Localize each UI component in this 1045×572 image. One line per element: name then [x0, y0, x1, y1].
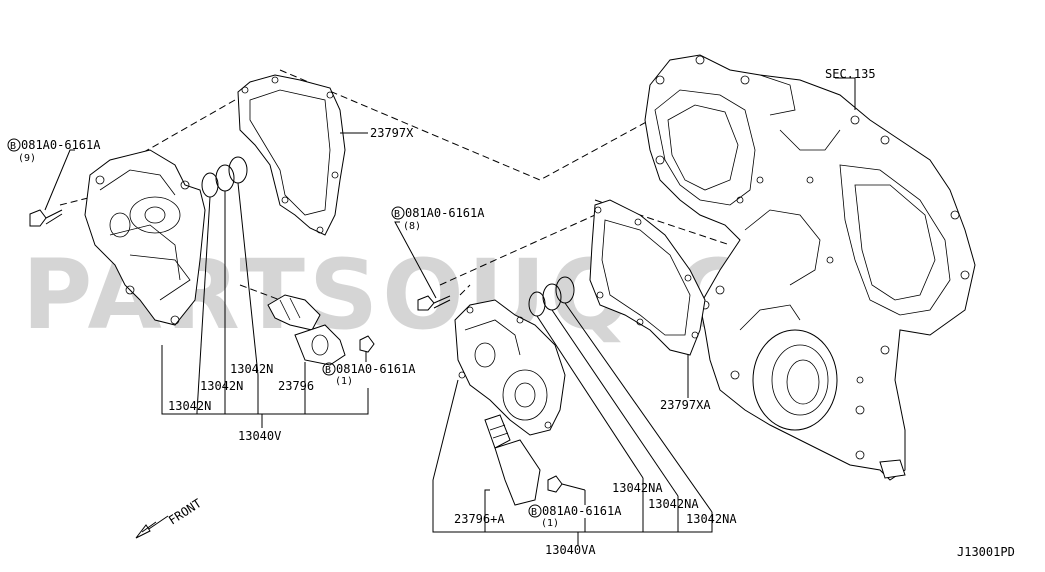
- label-23796: 23796: [278, 379, 314, 393]
- label-bolt-mid: 081A0-6161A: [405, 206, 485, 220]
- left-control-valve: [267, 294, 375, 366]
- label-23797x: 23797X: [370, 126, 414, 140]
- leader-lines: [44, 77, 856, 545]
- label-13040v: 13040V: [238, 429, 281, 443]
- label-front: FRONT: [166, 496, 204, 527]
- label-bolt-valve-right: 081A0-6161A: [542, 504, 622, 518]
- label-bolt-valve-right-qty: (1): [541, 518, 559, 529]
- bolt-symbol-circle: [391, 206, 405, 220]
- bolt-symbol-circle: [528, 504, 542, 518]
- bolt-symbol: B: [325, 365, 331, 376]
- label-sec-135: SEC.135: [825, 67, 876, 81]
- right-gasket: [589, 199, 706, 356]
- label-13042n-3: 13042N: [168, 399, 211, 413]
- right-control-valve: [484, 414, 586, 506]
- label-13042na-2: 13042NA: [648, 497, 699, 511]
- label-bolt-mid-qty: (8): [403, 221, 421, 232]
- bolt-symbol: B: [531, 507, 537, 518]
- bolt-symbol-circle: [7, 138, 21, 152]
- left-cover-assembly: [84, 149, 206, 326]
- right-cover-assembly: [454, 299, 566, 436]
- diagram-code: J13001PD: [957, 545, 1015, 559]
- bolt-left: [29, 209, 63, 227]
- left-gasket: [237, 74, 346, 236]
- label-bolt-valve-left: 081A0-6161A: [336, 362, 416, 376]
- bolt-symbol: B: [10, 141, 16, 152]
- label-bolt-top-left: 081A0-6161A: [21, 138, 101, 152]
- label-13042n-1: 13042N: [230, 362, 273, 376]
- label-bolt-top-left-qty: (9): [18, 153, 36, 164]
- label-23796-a: 23796+A: [454, 512, 505, 526]
- bolt-symbol: B: [394, 209, 400, 220]
- label-23797xa: 23797XA: [660, 398, 711, 412]
- label-13040va: 13040VA: [545, 543, 596, 557]
- label-13042n-2: 13042N: [200, 379, 243, 393]
- front-arrow-icon: [135, 515, 169, 539]
- label-13042na-3: 13042NA: [686, 512, 737, 526]
- bolt-symbol-circle: [322, 362, 336, 376]
- front-cover: [644, 54, 976, 481]
- label-bolt-valve-left-qty: (1): [335, 376, 353, 387]
- bolt-mid: [417, 295, 451, 311]
- label-13042na-1: 13042NA: [612, 481, 663, 495]
